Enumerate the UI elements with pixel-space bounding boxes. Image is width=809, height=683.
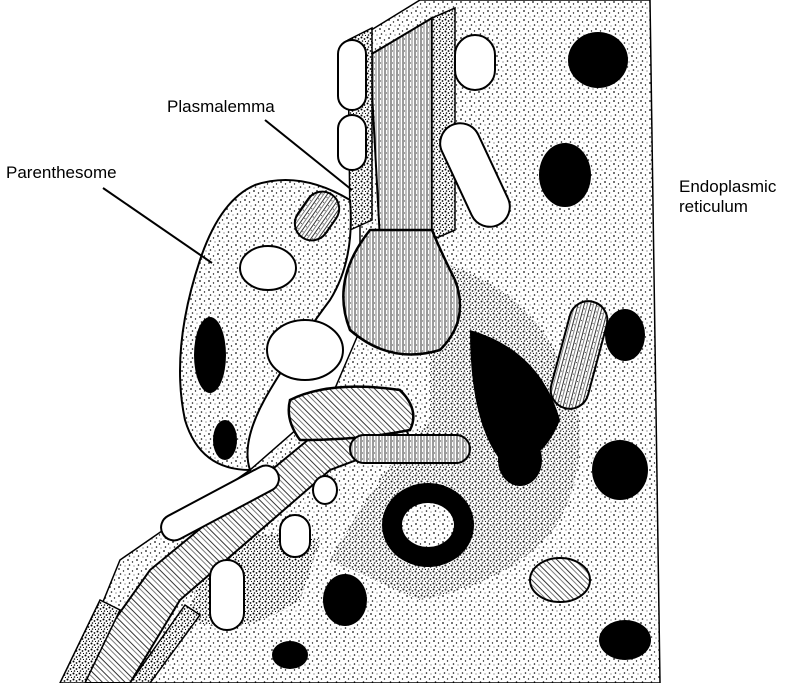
plasmalemma-label: Plasmalemma xyxy=(167,97,275,117)
parenthesome-leader xyxy=(103,188,212,263)
parenthesome-label: Parenthesome xyxy=(6,163,117,183)
endoplasmic-reticulum-label-line1: Endoplasmic xyxy=(679,177,776,197)
endoplasmic-reticulum-label-line2: reticulum xyxy=(679,197,776,217)
endoplasmic-reticulum-label: Endoplasmic reticulum xyxy=(679,177,776,217)
